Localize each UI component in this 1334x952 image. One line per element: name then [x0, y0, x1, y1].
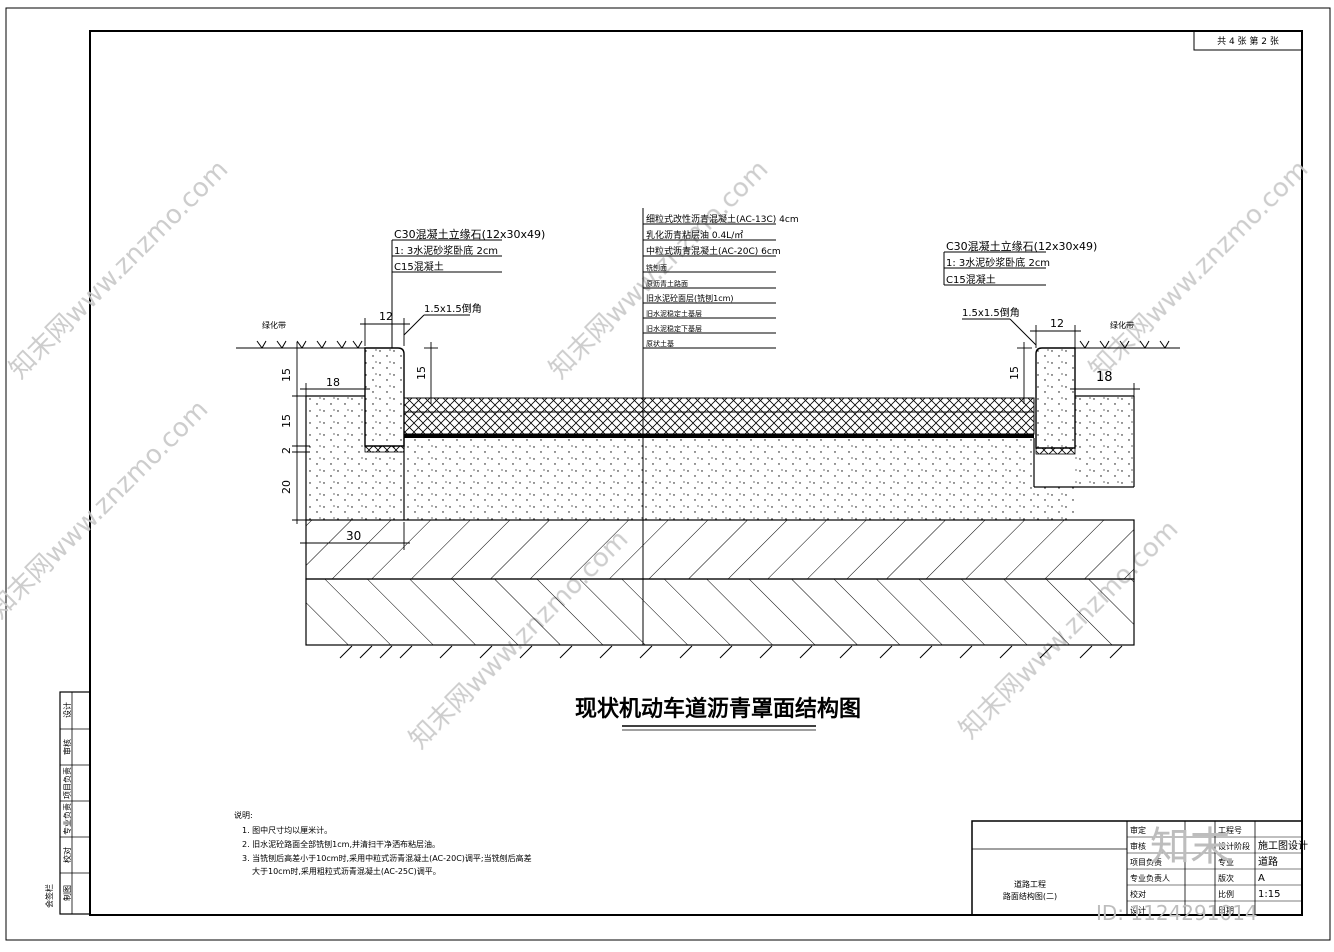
layer-tack-coat [404, 434, 1034, 438]
title-block-cell-0-2: 工程号 [1218, 826, 1242, 835]
watermark-4: 知末网www.znzmo.com [0, 394, 214, 625]
dim-right-offset: 18 [1096, 370, 1113, 385]
dim-right-curb: 12 [1050, 317, 1064, 330]
right-label-table: C30混凝土立缘石(12x30x49) 1: 3水泥砂浆卧底 2cm C15混凝… [943, 239, 1097, 346]
title-block-cell-3-0: 专业负责人 [1130, 873, 1170, 883]
side-strip-label-3: 项目负责 [62, 767, 72, 799]
left-label-0: C30混凝土立缘石(12x30x49) [394, 227, 545, 241]
ground-symbols [339, 645, 1123, 659]
left-label-table: C30混凝土立缘石(12x30x49) 1: 3水泥砂浆卧底 2cm C15混凝… [391, 227, 545, 348]
side-strip-label-2: 审核 [62, 739, 72, 755]
center-label-6: 旧水泥稳定土基层 [646, 309, 702, 318]
side-strip-label-6: 制图 [62, 885, 72, 901]
layer-ac13 [403, 397, 1035, 413]
layer-lower-base [305, 519, 1135, 580]
title-block-cell-4-2: 比例 [1218, 889, 1234, 899]
side-strip-label-4: 专业负责 [62, 803, 72, 835]
notes: 说明: 1. 图中尺寸均以厘米计。 2. 旧水泥砼路面全部铣刨1cm,并清扫干净… [234, 810, 532, 876]
title-block: 道路工程 路面结构图(二) 审定 工程号审核 设计阶段施工图设计项目负责 专业 道路专业… [971, 820, 1308, 916]
center-label-8: 原状土基 [646, 339, 674, 348]
watermark-1: 知末网www.znzmo.com [4, 154, 235, 385]
title-block-cell-2-0: 项目负责 [1130, 857, 1162, 867]
title-block-cell-3-2: 版次 [1218, 873, 1234, 883]
dim-left-offset: 18 [326, 376, 340, 389]
left-sign-strip: 会签栏 设计 审核 项目负责 专业负责 校对 制图 [44, 691, 91, 915]
dim-left-v3: 20 [280, 480, 293, 494]
center-label-4: 原沥青土路面 [646, 279, 688, 288]
center-label-2: 中粒式沥青混凝土(AC-20C) 6cm [646, 245, 781, 257]
dim-mid-v: 15 [415, 366, 428, 380]
title-block-cell-2-3: 道路 [1258, 855, 1278, 868]
paper-border [5, 7, 1331, 941]
layer-ac20 [403, 411, 1035, 435]
dim-left-v2: 2 [280, 447, 293, 454]
sheet-number: 共 4 张 第 2 张 [1217, 35, 1279, 47]
title-block-rows: 审定 工程号审核 设计阶段施工图设计项目负责 专业 道路专业负责人 版次 A 校对 比例 1:15… [1130, 825, 1308, 915]
center-label-0: 细粒式改性沥青混凝土(AC-13C) 4cm [646, 213, 799, 225]
notes-title: 说明: [234, 810, 253, 820]
title-block-cell-4-0: 校对 [1130, 889, 1146, 899]
greenbelt-right-label: 绿化带 [1110, 320, 1134, 330]
title-block-cell-0-0: 审定 [1130, 825, 1146, 835]
brand-logo: 知末 [1150, 824, 1230, 870]
greenbelt-left [236, 340, 365, 349]
center-layer-legend: 细粒式改性沥青混凝土(AC-13C) 4cm 乳化沥青粘层油 0.4L/㎡ 中粒… [643, 213, 799, 349]
note-3: 3. 当铣刨后高差小于10cm时,采用中粒式沥青混凝土(AC-20C)调平;当铣… [242, 853, 532, 863]
title-block-cell-1-2: 设计阶段 [1218, 841, 1250, 851]
center-label-7: 旧水泥稳定下基层 [646, 324, 702, 333]
layer-concrete-base [306, 396, 1134, 520]
greenbelt-left-label: 绿化带 [262, 320, 286, 330]
side-strip-label-0: 会签栏 [44, 884, 54, 908]
dim-left-v0: 15 [280, 368, 293, 382]
title-block-cell-5-0: 设计 [1130, 905, 1146, 915]
right-label-0: C30混凝土立缘石(12x30x49) [946, 239, 1097, 253]
pavement-section: 绿化带 绿化带 [236, 208, 1180, 659]
layer-subgrade [305, 578, 1135, 646]
drawing-frame [89, 30, 1303, 916]
title-block-cell-5-2: 日期 [1218, 906, 1234, 915]
note-2: 2. 旧水泥砼路面全部铣刨1cm,并清扫干净洒布粘层油。 [242, 839, 440, 849]
watermark-3: 知末网www.znzmo.com [1084, 154, 1315, 385]
note-1: 1. 图中尺寸均以厘米计。 [242, 825, 332, 835]
left-curb [364, 347, 405, 447]
right-label-2: C15混凝土 [946, 273, 996, 286]
left-curb-mortar [364, 445, 405, 453]
dimensions [292, 318, 1140, 550]
dim-left-v1: 15 [280, 414, 293, 428]
dim-base-width: 30 [346, 529, 361, 543]
center-label-5: 旧水泥砼面层(铣刨1cm) [646, 293, 734, 303]
greenbelt-right [1075, 340, 1180, 349]
side-strip-label-5: 校对 [62, 847, 72, 863]
sheet-number-box [1193, 30, 1303, 51]
center-label-3: 铣刨面 [646, 263, 667, 272]
right-curb-mortar [1035, 447, 1076, 455]
title-block-cell-4-3: 1:15 [1258, 889, 1280, 900]
title-block-cell-2-2: 专业 [1218, 857, 1234, 867]
title-block-project: 道路工程 [1014, 879, 1046, 889]
left-chamfer-label: 1.5x1.5倒角 [424, 303, 482, 315]
left-label-2: C15混凝土 [394, 260, 444, 273]
right-chamfer-label: 1.5x1.5倒角 [962, 307, 1020, 319]
note-4: 大于10cm时,采用粗粒式沥青混凝土(AC-25C)调平。 [252, 866, 441, 876]
center-label-1: 乳化沥青粘层油 0.4L/㎡ [646, 229, 743, 241]
dimension-texts: 12 18 30 15 15 2 20 15 12 18 15 [280, 310, 1113, 543]
right-label-1: 1: 3水泥砂浆卧底 2cm [946, 256, 1050, 269]
title-block-cell-3-3: A [1258, 873, 1265, 884]
side-strip-label-1: 设计 [62, 702, 72, 718]
dim-right-v: 15 [1008, 366, 1021, 380]
right-curb [1035, 347, 1076, 449]
left-label-1: 1: 3水泥砂浆卧底 2cm [394, 244, 498, 257]
title-block-drawing: 路面结构图(二) [1003, 891, 1057, 901]
dim-left-curb: 12 [379, 310, 393, 323]
title-block-cell-1-0: 审核 [1130, 841, 1146, 851]
title-block-cell-1-3: 施工图设计 [1258, 839, 1308, 852]
asset-id: ID: 1124291014 [1096, 901, 1258, 925]
drawing-title: 现状机动车道沥青罩面结构图 [575, 696, 861, 722]
